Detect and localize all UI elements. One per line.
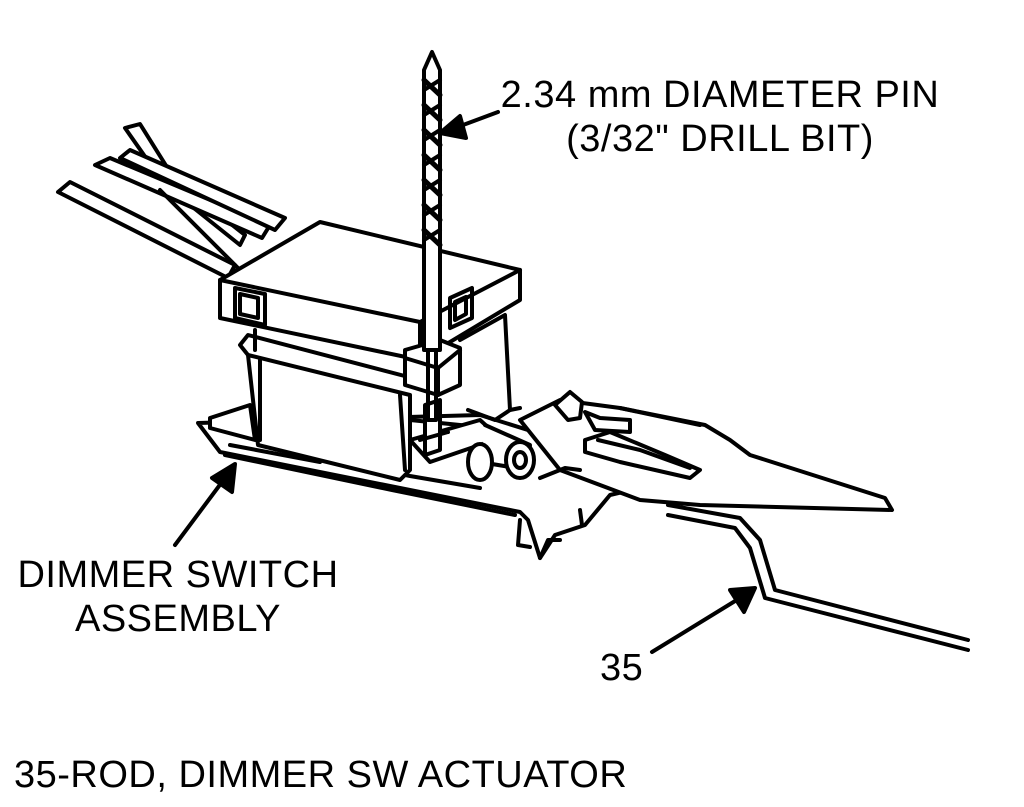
actuator-lever [518,390,894,512]
assembly-callout-line1: DIMMER SWITCH [17,554,339,596]
pin-callout-line1: 2.34 mm DIAMETER PIN [500,74,940,116]
pin-arrowhead [438,114,468,140]
wire-harness [56,122,287,280]
connector-cap [218,220,522,362]
assembly-callout-line2: ASSEMBLY [74,598,282,640]
assembly-arrowhead [210,462,237,494]
leader-arrows [173,110,757,654]
rod-number-callout: 35 [600,647,644,689]
pivot-roller [408,398,536,482]
pin-callout-line2: (3/32" DRILL BIT) [566,118,874,160]
actuator-rod [666,503,970,652]
switch-housing [238,313,522,482]
figure-caption: 35-ROD, DIMMER SW ACTUATOR [14,754,628,796]
rod-arrow [650,596,742,654]
drill-bit [421,50,443,422]
assembly-arrow [173,476,227,547]
rod-arrowhead [728,586,757,614]
pin-callout: 2.34 mm DIAMETER PIN (3/32" DRILL BIT) [495,73,945,161]
assembly-callout: DIMMER SWITCH ASSEMBLY [8,553,348,641]
